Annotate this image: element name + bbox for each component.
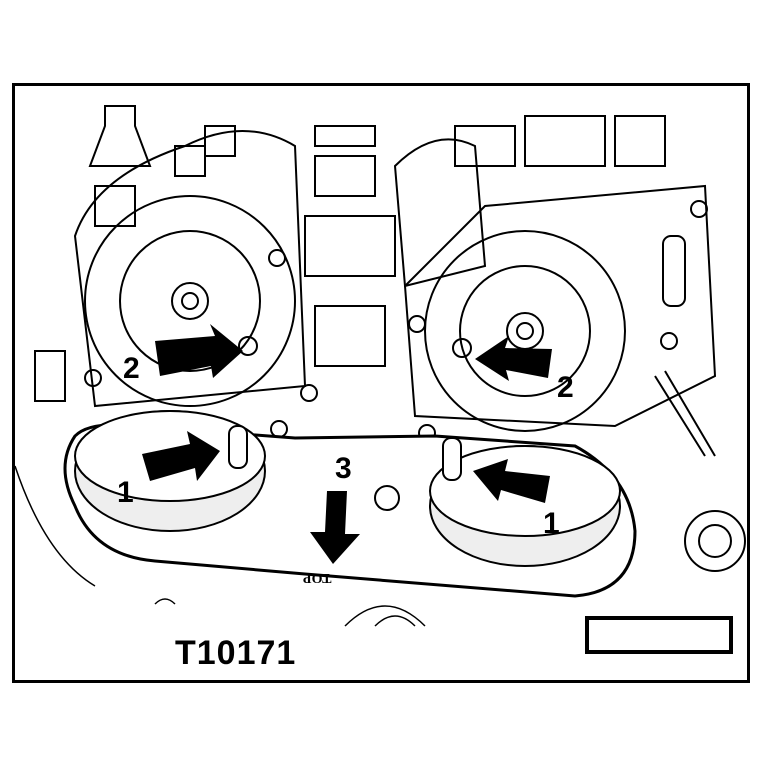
right-adjuster xyxy=(424,230,626,432)
diagram-frame: 2 2 1 1 3 TOP T10171 xyxy=(12,83,750,683)
plate-top-marking: TOP xyxy=(303,570,332,585)
left-adjuster-hole xyxy=(238,336,258,356)
engine-part xyxy=(304,125,396,367)
sensor-arm xyxy=(654,370,716,457)
arrow-1-left xyxy=(142,431,220,481)
sensor-nut xyxy=(684,510,746,572)
slot xyxy=(662,235,686,307)
engine-part xyxy=(88,105,152,167)
callout-1-left: 1 xyxy=(117,476,134,509)
background-lines xyxy=(15,465,426,627)
plate-center-hole xyxy=(374,485,400,511)
nut xyxy=(34,350,66,402)
reference-number-box xyxy=(585,616,733,654)
callout-1-right: 1 xyxy=(543,507,560,540)
callout-2-right: 2 xyxy=(557,371,574,404)
arrow-2-right xyxy=(475,336,552,381)
engine-part xyxy=(393,138,487,288)
arrow-2-left xyxy=(155,324,243,378)
callout-3: 3 xyxy=(335,452,352,485)
engine-part xyxy=(94,125,236,227)
right-adjuster-hole xyxy=(452,338,472,358)
right-pin xyxy=(442,437,462,481)
tool-code-label: T10171 xyxy=(175,634,297,672)
right-cover-plate xyxy=(403,184,717,428)
left-pin xyxy=(228,425,248,469)
left-adjuster xyxy=(84,195,296,407)
arrow-1-right xyxy=(473,459,550,503)
engine-line-drawing xyxy=(15,105,746,627)
arrow-3 xyxy=(310,491,360,564)
left-cam-housing xyxy=(73,130,307,408)
callout-2-left: 2 xyxy=(123,352,140,385)
engine-part xyxy=(454,115,666,167)
